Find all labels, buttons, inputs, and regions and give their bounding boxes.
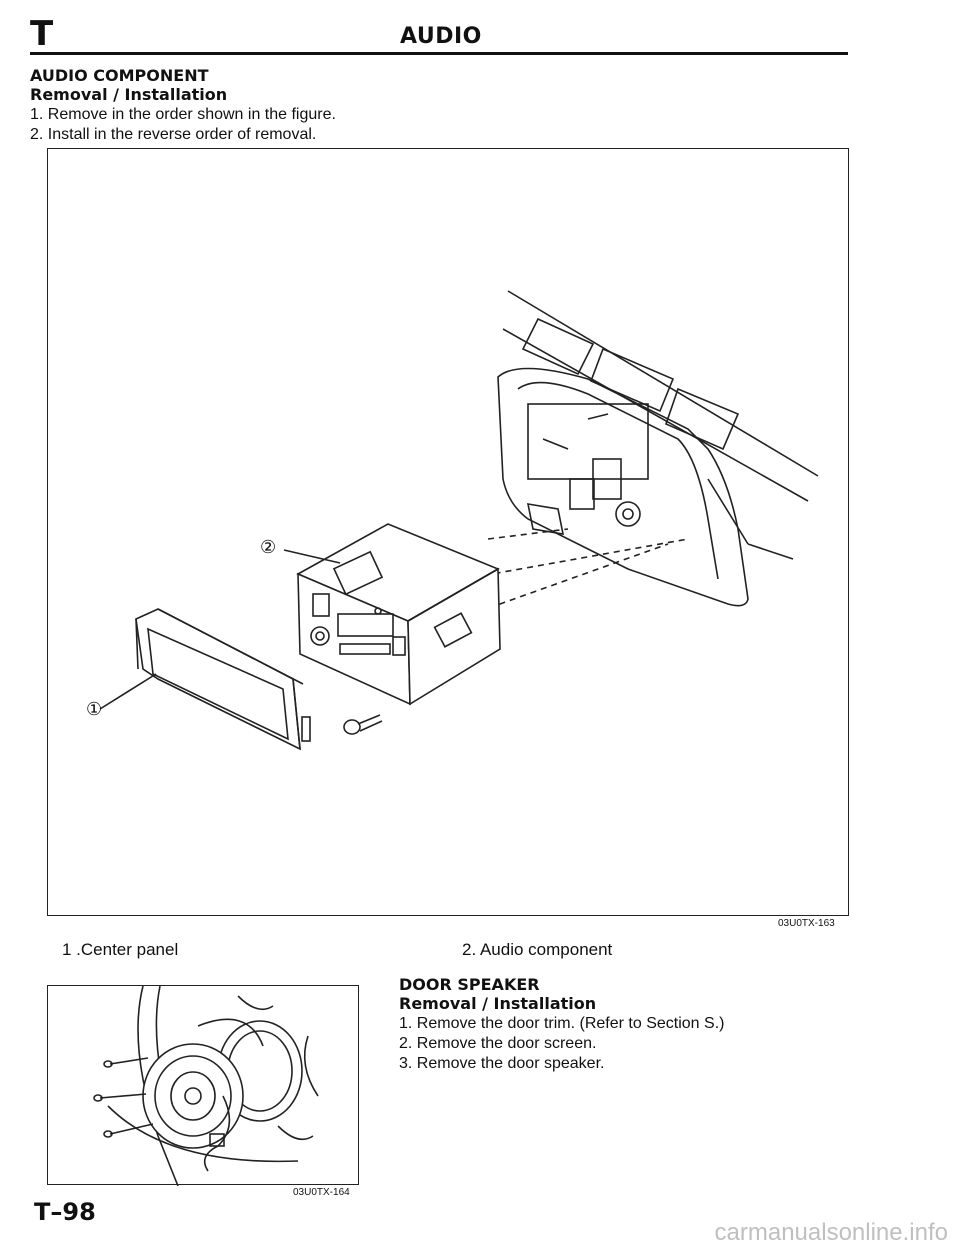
audio-step-2: 2. Install in the reverse order of remov…: [30, 126, 317, 143]
audio-unit-drawing: [296, 523, 501, 706]
section-letter: T: [30, 14, 54, 54]
audio-component-subheading: Removal / Installation: [30, 85, 228, 104]
door-speaker-subheading: Removal / Installation: [399, 994, 597, 1013]
callout-1: ①: [86, 699, 103, 719]
audio-component-figure: ① ②: [47, 148, 849, 916]
door-speaker-illustration: [93, 986, 319, 1186]
audio-step-1: 1. Remove in the order shown in the figu…: [30, 106, 336, 123]
caption-audio-component: 2. Audio component: [462, 940, 613, 959]
page-title: AUDIO: [400, 24, 482, 49]
dashboard-drawing: [497, 290, 819, 607]
callout-2: ②: [260, 537, 277, 557]
center-panel-drawing: [135, 608, 311, 751]
caption-center-panel: 1 .Center panel: [62, 940, 179, 959]
speaker-step-1: 1. Remove the door trim. (Refer to Secti…: [399, 1015, 725, 1032]
door-speaker-figure: [47, 985, 359, 1186]
speaker-step-3: 3. Remove the door speaker.: [399, 1055, 605, 1072]
watermark: carmanualsonline.info: [714, 1219, 948, 1246]
door-speaker-heading: DOOR SPEAKER: [399, 975, 540, 994]
audio-component-heading: AUDIO COMPONENT: [30, 66, 209, 85]
speaker-step-2: 2. Remove the door screen.: [399, 1035, 597, 1052]
page-number: T–98: [34, 1198, 96, 1226]
screw-drawing: [343, 714, 383, 735]
figure-code: 03U0TX-163: [778, 918, 835, 929]
header-divider: [30, 52, 848, 55]
audio-component-illustration: [99, 290, 819, 751]
figure-code-speaker: 03U0TX-164: [293, 1187, 350, 1198]
